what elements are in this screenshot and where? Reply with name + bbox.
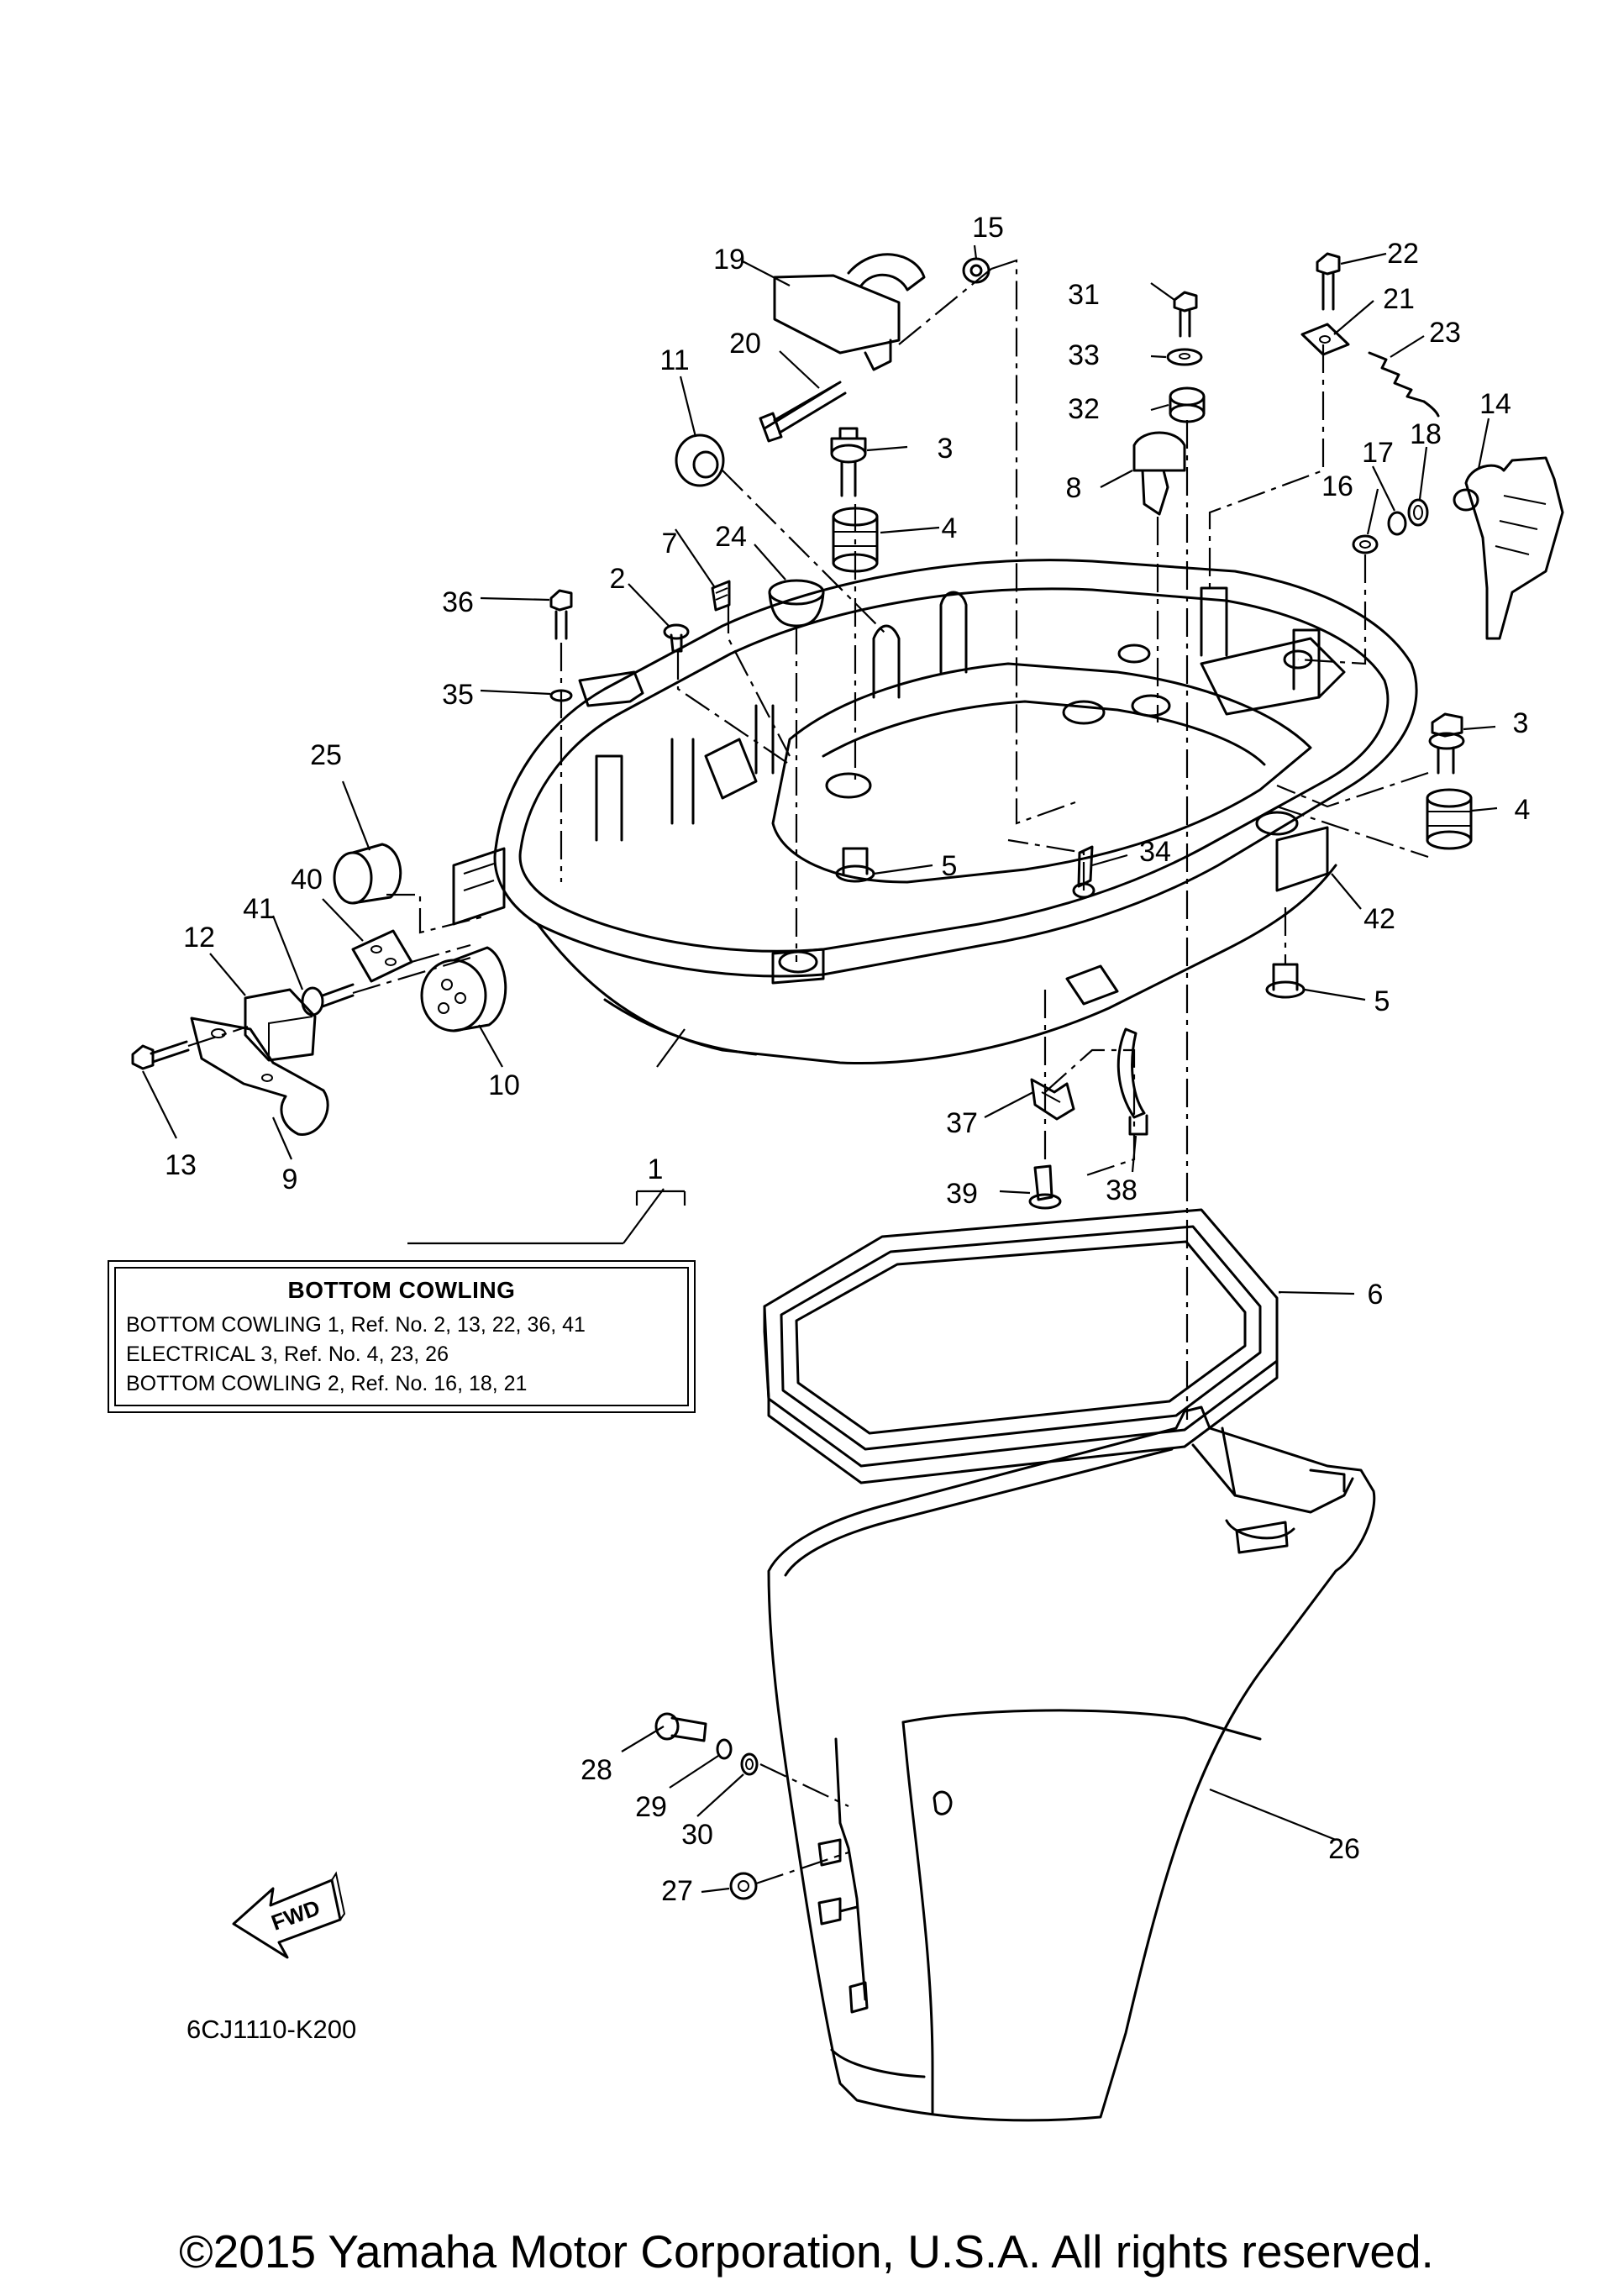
plate-part-21 — [1300, 323, 1350, 356]
callout-14: 14 — [1479, 388, 1511, 420]
callout-31: 31 — [1068, 279, 1100, 311]
callout-22: 22 — [1387, 238, 1419, 270]
ring-part-18 — [1407, 498, 1429, 527]
callout-10: 10 — [488, 1069, 520, 1101]
callout-40: 40 — [291, 864, 323, 896]
callout-2: 2 — [610, 563, 626, 595]
callout-11: 11 — [659, 344, 689, 376]
callout-25: 25 — [310, 739, 342, 771]
reference-legend: BOTTOM COWLING BOTTOM COWLING 1, Ref. No… — [108, 1260, 696, 1413]
callout-16: 16 — [1321, 470, 1353, 502]
nut-part-27 — [729, 1872, 758, 1900]
callout-7: 7 — [662, 528, 678, 560]
spring-part-23 — [1368, 351, 1440, 418]
grommet-part-11 — [675, 433, 725, 487]
leader-lines — [142, 244, 1498, 1894]
callout-26: 26 — [1328, 1833, 1360, 1865]
callout-6: 6 — [1368, 1279, 1384, 1311]
callout-23: 23 — [1429, 317, 1461, 349]
callout-41: 41 — [243, 893, 275, 925]
callout-21: 21 — [1383, 283, 1415, 315]
callout-20: 20 — [729, 328, 761, 360]
legend-line: ELECTRICAL 3, Ref. No. 4, 23, 26 — [126, 1342, 449, 1366]
bushing-part-5-right — [1265, 963, 1306, 999]
callout-4: 4 — [1515, 794, 1531, 826]
washer-part-30 — [740, 1752, 759, 1776]
callout-29: 29 — [635, 1791, 667, 1823]
callout-5: 5 — [1374, 985, 1390, 1017]
bolt-part-3-right — [1428, 712, 1465, 775]
callout-15: 15 — [972, 212, 1004, 244]
callout-35: 35 — [442, 679, 474, 711]
seal-part-6 — [763, 1208, 1279, 1484]
callout-17: 17 — [1362, 437, 1394, 469]
callout-24: 24 — [715, 521, 747, 553]
bracket-part-9 — [190, 1017, 329, 1136]
screw-part-36 — [549, 589, 573, 640]
block-part-12 — [244, 988, 317, 1062]
lever-part-14 — [1453, 456, 1564, 640]
bushing-part-5-left — [835, 847, 875, 883]
legend-title: BOTTOM COWLING — [287, 1277, 516, 1303]
grommet-part-32 — [1169, 386, 1206, 423]
copyright-notice: ©2015 Yamaha Motor Corporation, U.S.A. A… — [179, 2225, 1434, 2278]
screw-part-39 — [1028, 1164, 1062, 1210]
callout-1: 1 — [648, 1153, 664, 1185]
bolt-part-31 — [1173, 291, 1198, 338]
callout-18: 18 — [1410, 418, 1442, 450]
screw-part-7 — [711, 580, 731, 612]
callout-4: 4 — [942, 512, 958, 544]
grommet-part-10 — [420, 946, 507, 1032]
washer-part-17 — [1387, 511, 1407, 536]
reference-legend-inner: BOTTOM COWLING BOTTOM COWLING 1, Ref. No… — [114, 1267, 689, 1406]
callout-9: 9 — [282, 1164, 298, 1195]
bracket-part-19 — [773, 253, 926, 371]
callout-12: 12 — [183, 922, 215, 954]
callout-32: 32 — [1068, 393, 1100, 425]
apron-part-26 — [767, 1405, 1376, 2122]
washer-part-29 — [716, 1738, 733, 1760]
bolt-part-3-upper — [830, 427, 867, 497]
callout-28: 28 — [581, 1754, 612, 1786]
grommet-part-16 — [1352, 534, 1379, 554]
forward-arrow-icon: FWD — [232, 1871, 346, 1959]
screw-part-13 — [131, 1040, 190, 1070]
callout-3: 3 — [1513, 707, 1529, 739]
callout-3: 3 — [938, 433, 954, 465]
callout-33: 33 — [1068, 339, 1100, 371]
callout-42: 42 — [1363, 903, 1395, 935]
callout-19: 19 — [713, 244, 745, 276]
bolt-part-22 — [1316, 252, 1341, 311]
bolt-part-28 — [654, 1712, 707, 1742]
callout-5: 5 — [942, 850, 958, 882]
mount-part-4-right — [1426, 788, 1473, 850]
bottom-cowling-part-1 — [452, 559, 1418, 1065]
callouts: 1 2 3 3 4 4 5 5 6 7 8 9 10 11 12 13 14 1… — [165, 212, 1530, 1907]
callout-27: 27 — [661, 1875, 693, 1907]
grommet-part-15 — [962, 257, 990, 284]
callout-13: 13 — [165, 1149, 197, 1181]
legend-line: BOTTOM COWLING 1, Ref. No. 2, 13, 22, 36… — [126, 1313, 586, 1337]
callout-8: 8 — [1066, 472, 1082, 504]
washer-part-33 — [1166, 348, 1203, 366]
callout-34: 34 — [1139, 836, 1171, 868]
assembly-lines — [187, 259, 1429, 1885]
callout-39: 39 — [946, 1178, 978, 1210]
callout-30: 30 — [681, 1819, 713, 1851]
legend-line: BOTTOM COWLING 2, Ref. No. 16, 18, 21 — [126, 1372, 528, 1395]
callout-38: 38 — [1106, 1174, 1138, 1206]
callout-37: 37 — [946, 1107, 978, 1139]
plug-part-8 — [1132, 431, 1186, 516]
bolt-part-20 — [759, 381, 847, 443]
band-part-38 — [1116, 1027, 1148, 1136]
callout-36: 36 — [442, 586, 474, 618]
diagram-code: 6CJ1110-K200 — [187, 2015, 357, 2044]
